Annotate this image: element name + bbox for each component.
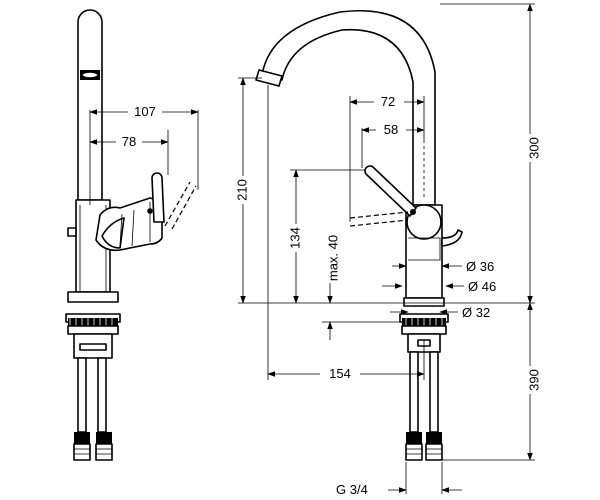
front-dim-label-58: 58 xyxy=(384,122,398,137)
front-hose-right xyxy=(429,351,439,433)
side-seal-black xyxy=(68,318,118,326)
side-spout-tube xyxy=(77,9,103,201)
label-bg-210 xyxy=(235,176,251,204)
front-aerator xyxy=(255,69,283,87)
side-dim-label-107: 107 xyxy=(134,104,156,119)
side-seal-bottom xyxy=(67,325,119,335)
label-bg-390 xyxy=(522,366,538,394)
front-dim-label-max40: max. 40 xyxy=(325,235,340,281)
side-hose-right xyxy=(97,357,107,433)
side-nut-threads xyxy=(74,448,112,455)
front-base-plate xyxy=(403,297,445,307)
label-bg-72 xyxy=(374,93,404,109)
front-dim-label-134: 134 xyxy=(287,227,302,249)
side-label-bg-78 xyxy=(116,133,142,149)
side-seal-teeth xyxy=(69,318,113,326)
front-dim-label-390: 390 xyxy=(526,369,541,391)
front-nut-threads xyxy=(406,448,442,455)
label-bg-134 xyxy=(288,224,304,252)
front-seal-teeth xyxy=(405,318,443,326)
side-pin xyxy=(67,227,77,237)
side-dim-label-78: 78 xyxy=(122,134,136,149)
front-dim-label-d46: Ø 46 xyxy=(468,279,496,294)
side-label-bg-107 xyxy=(128,103,162,119)
front-gooseneck-spout xyxy=(261,10,436,206)
front-dim-label-d32: Ø 32 xyxy=(462,305,490,320)
front-nut-left xyxy=(405,443,423,461)
front-fitting-left xyxy=(406,432,422,444)
side-fitting-right xyxy=(96,432,112,444)
side-lever-pivot xyxy=(147,208,153,214)
front-popup-rod xyxy=(441,229,463,247)
front-dim-label-154: 154 xyxy=(329,366,351,381)
side-lever-alt-2 xyxy=(171,185,197,230)
front-hose-left xyxy=(409,351,419,433)
side-aerator-ring xyxy=(81,71,99,79)
front-view: 300 390 210 134 max. 40 72 58 Ø 36 Ø 46 … xyxy=(234,3,541,497)
label-bg-154 xyxy=(320,365,360,381)
front-dim-label-210: 210 xyxy=(234,179,249,201)
front-dim-label-g34: G 3/4 xyxy=(336,482,368,497)
front-dim-label-72: 72 xyxy=(381,94,395,109)
front-seal-bottom xyxy=(401,325,447,335)
side-housing-shadow xyxy=(101,217,125,249)
side-base-plate xyxy=(67,291,119,303)
front-lever-pivot xyxy=(410,209,416,215)
label-bg-300 xyxy=(522,134,538,162)
front-dim-label-300: 300 xyxy=(526,137,541,159)
side-lever-alt-1 xyxy=(164,181,191,227)
front-lever xyxy=(364,165,417,217)
front-dim-label-d36: Ø 36 xyxy=(466,259,494,274)
side-view: 107 78 xyxy=(65,9,199,461)
front-lever-alt-2 xyxy=(349,219,409,227)
front-fitting-right xyxy=(426,432,442,444)
front-ext-g34 xyxy=(405,462,443,494)
side-nut-left xyxy=(73,443,91,461)
front-nut-right xyxy=(425,443,443,461)
front-body-lines xyxy=(408,237,441,261)
side-hose-left xyxy=(77,357,87,433)
side-shank-nut xyxy=(79,343,107,351)
label-bg-58 xyxy=(376,121,406,137)
side-lever xyxy=(151,172,165,223)
side-nut-right xyxy=(95,443,113,461)
side-fitting-left xyxy=(74,432,90,444)
front-lever-alt-1 xyxy=(349,211,409,219)
